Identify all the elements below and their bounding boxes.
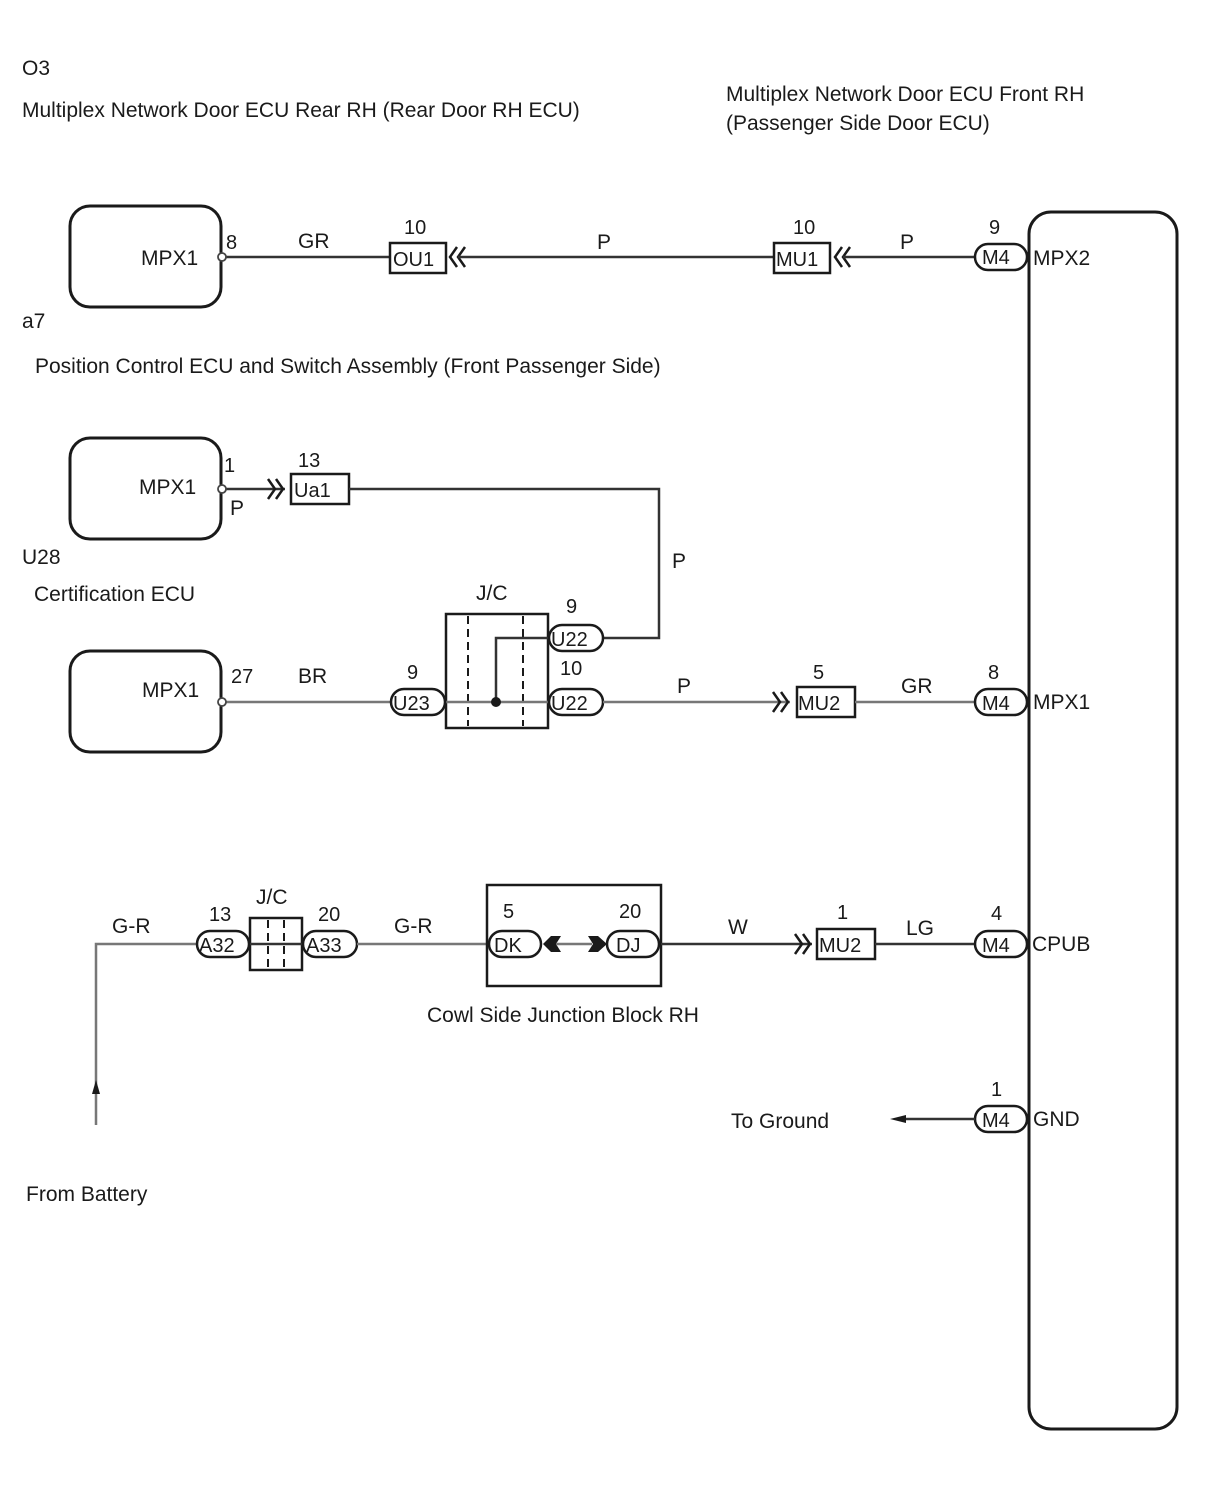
- wire-color-u22-mu2: P: [677, 675, 691, 698]
- dk-terminal-icon: [543, 936, 561, 952]
- mu2b-label: MU2: [819, 935, 861, 957]
- from-battery-arrow-icon: [92, 1080, 100, 1094]
- mu2b-pin: 1: [837, 902, 848, 924]
- u23-label: U23: [393, 693, 430, 715]
- jc1-label: J/C: [476, 582, 508, 605]
- cowl-junction-block-name: Cowl Side Junction Block RH: [427, 1004, 699, 1027]
- wire-color-u28-u23: BR: [298, 665, 327, 688]
- m4-cpub-pin: 4: [991, 903, 1002, 925]
- gnd-terminal-label: GND: [1033, 1108, 1080, 1131]
- a32-label: A32: [199, 935, 235, 957]
- wire-color-a33-dk: G-R: [394, 915, 433, 938]
- mu1-label: MU1: [776, 249, 818, 271]
- jc1-internal-branch: [494, 636, 548, 702]
- front-rh-name-line2: (Passenger Side Door ECU): [726, 112, 990, 135]
- a7-terminal: MPX1: [139, 476, 196, 499]
- ou1-pin: 10: [404, 217, 426, 239]
- ua1-connector: [289, 472, 351, 506]
- m4-mpx1-connector: [973, 687, 1029, 717]
- u22a-label: U22: [551, 629, 588, 651]
- jc1-box: [444, 612, 550, 730]
- mu1-pin: 10: [793, 217, 815, 239]
- a32-pin: 13: [209, 904, 231, 926]
- m4-mpx1-label: M4: [982, 693, 1010, 715]
- dj-label: DJ: [616, 935, 640, 957]
- a7-pin: 1: [224, 455, 235, 477]
- wire-color-ua1-u22: P: [672, 550, 686, 573]
- wire-color-a7-out: P: [230, 497, 244, 520]
- a7-name: Position Control ECU and Switch Assembly…: [35, 355, 661, 378]
- wire-color-ou1-mu1: P: [597, 231, 611, 254]
- m4-mpx2-pin: 9: [989, 217, 1000, 239]
- ua1-chevron-icon: [266, 478, 285, 500]
- dk-pin: 5: [503, 901, 514, 923]
- to-ground-arrow-icon: [890, 1115, 906, 1123]
- u22a-pin: 9: [566, 596, 577, 618]
- dk-connector: [487, 929, 543, 959]
- mu2b-chevron-icon: [793, 933, 812, 955]
- dk-label: DK: [494, 935, 522, 957]
- mpx2-terminal-label: MPX2: [1033, 247, 1090, 270]
- m4-cpub-connector: [973, 929, 1029, 959]
- u28-name: Certification ECU: [34, 583, 195, 606]
- mu2a-label: MU2: [798, 693, 840, 715]
- u28-terminal: MPX1: [142, 679, 199, 702]
- o3-code: O3: [22, 57, 50, 80]
- u28-terminal-point: [217, 697, 227, 707]
- mu2a-connector: [795, 685, 857, 719]
- o3-name: Multiplex Network Door ECU Rear RH (Rear…: [22, 99, 580, 122]
- m4-cpub-label: M4: [982, 935, 1010, 957]
- m4-gnd-label: M4: [982, 1110, 1010, 1132]
- wire-color-batt-a32: G-R: [112, 915, 151, 938]
- to-ground-label: To Ground: [731, 1110, 829, 1133]
- u23-pin: 9: [407, 662, 418, 684]
- m4-gnd-pin: 1: [991, 1079, 1002, 1101]
- jc2-label: J/C: [256, 886, 288, 909]
- cpub-terminal-label: CPUB: [1032, 933, 1090, 956]
- o3-terminal: MPX1: [141, 247, 198, 270]
- u22a-connector: [547, 623, 605, 653]
- o3-terminal-point: [217, 252, 227, 262]
- ou1-label: OU1: [393, 249, 434, 271]
- o3-pin: 8: [226, 232, 237, 254]
- u22b-pin: 10: [560, 658, 582, 680]
- ou1-connector: [388, 241, 448, 275]
- m4-mpx2-label: M4: [982, 247, 1010, 269]
- from-battery-label: From Battery: [26, 1183, 148, 1206]
- wire-color-o3-ou1: GR: [298, 230, 330, 253]
- u23-connector: [389, 687, 447, 717]
- m4-mpx1-pin: 8: [988, 662, 999, 684]
- mu2a-pin: 5: [813, 662, 824, 684]
- a33-pin: 20: [318, 904, 340, 926]
- u22b-label: U22: [551, 693, 588, 715]
- wire-color-dj-mu2: W: [728, 916, 748, 939]
- wire-battery-a32: [94, 942, 197, 1125]
- mu1-connector: [772, 241, 832, 275]
- mu2a-chevron-icon: [771, 691, 790, 713]
- m4-mpx2-connector: [973, 242, 1029, 272]
- dj-terminal-icon: [588, 936, 607, 952]
- u28-pin: 27: [231, 666, 253, 688]
- wire-color-mu2-m4: GR: [901, 675, 933, 698]
- dj-pin: 20: [619, 901, 641, 923]
- a33-label: A33: [306, 935, 342, 957]
- a7-terminal-point: [217, 484, 227, 494]
- front-rh-ecu-box: [1027, 210, 1179, 1431]
- wire-ua1-u22: [349, 487, 661, 640]
- u28-code: U28: [22, 546, 61, 569]
- wire-color-mu1-m4: P: [900, 231, 914, 254]
- mpx1-terminal-label: MPX1: [1033, 691, 1090, 714]
- dj-connector: [605, 929, 661, 959]
- jc1-splice-point: [491, 697, 501, 707]
- ua1-pin: 13: [298, 450, 320, 472]
- a7-code: a7: [22, 310, 45, 333]
- ua1-label: Ua1: [294, 480, 331, 502]
- front-rh-name-line1: Multiplex Network Door ECU Front RH: [726, 83, 1084, 106]
- wire-color-mu2-m4-cpub: LG: [906, 917, 934, 940]
